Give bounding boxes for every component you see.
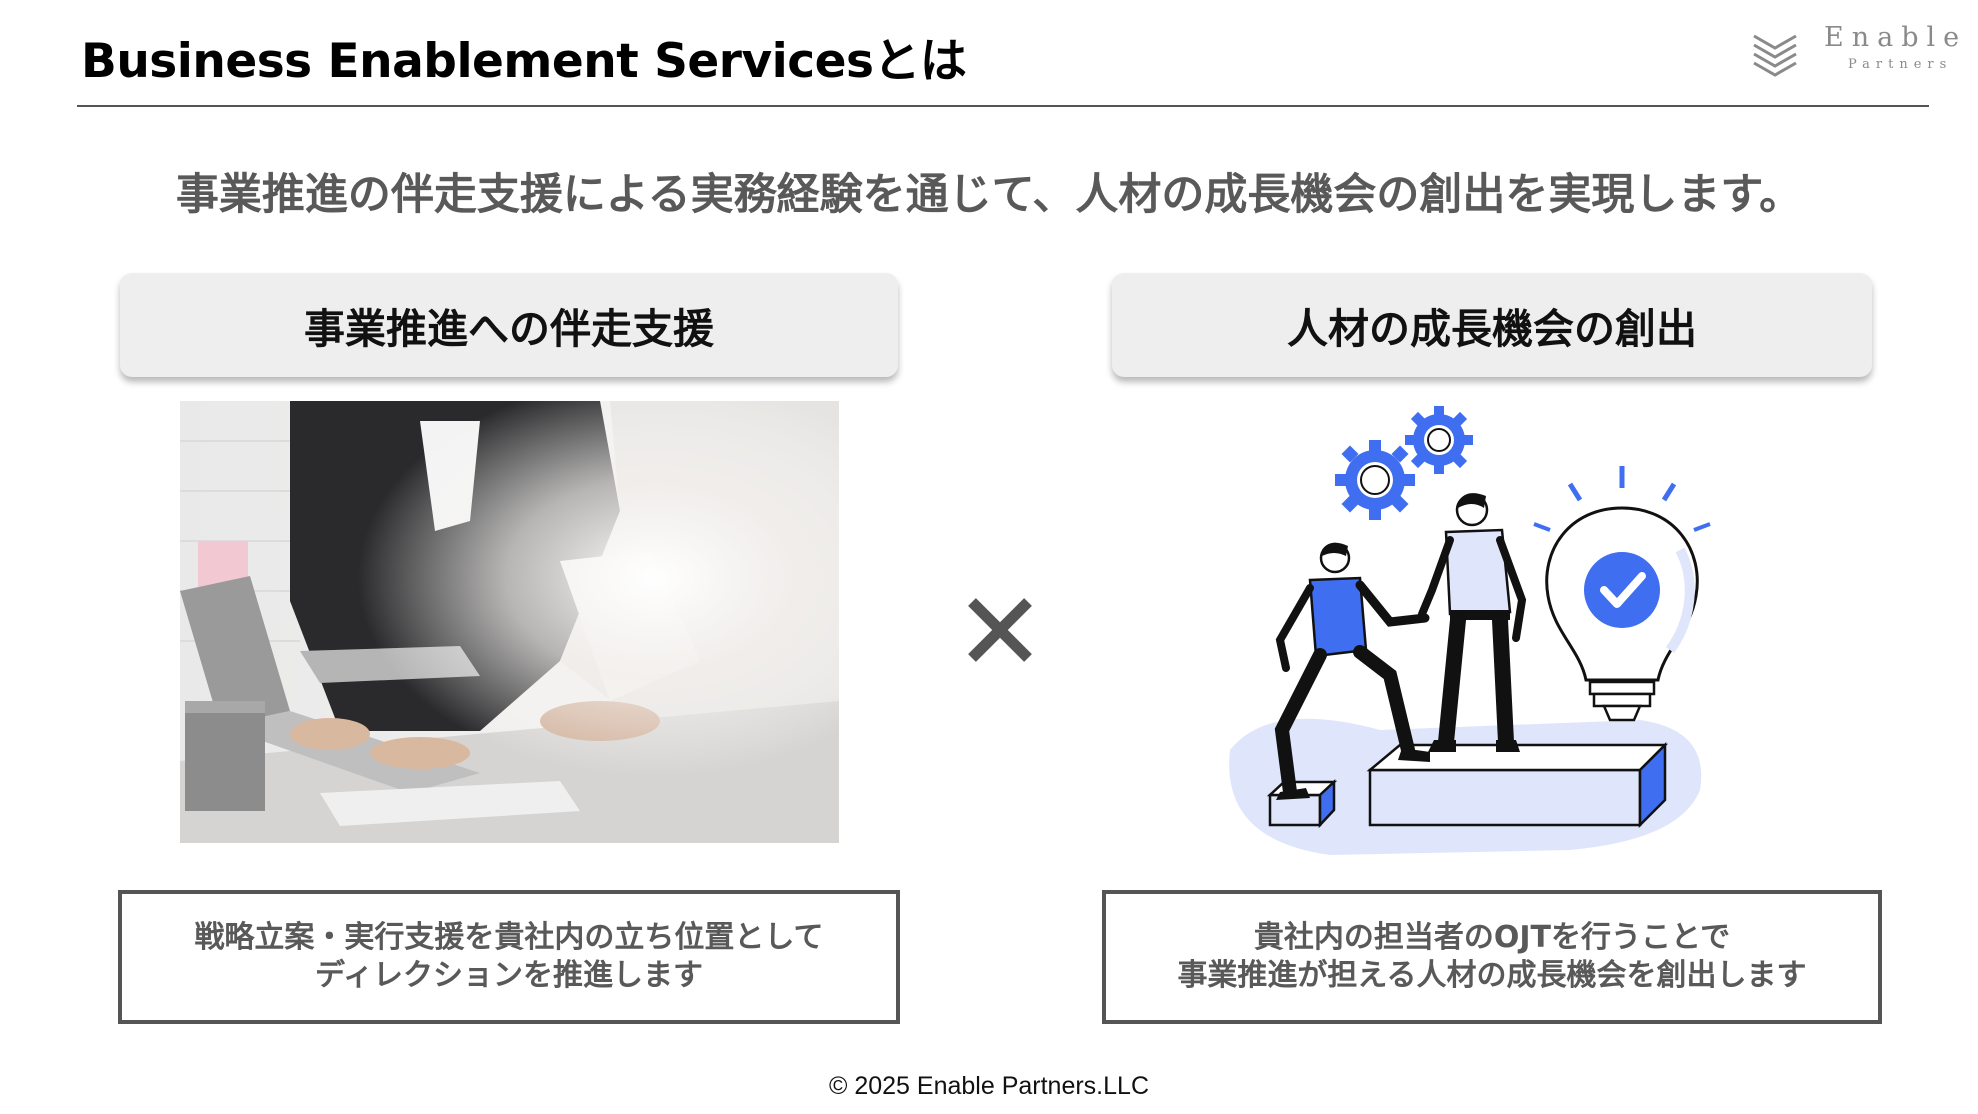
- connector-symbol: ×: [958, 588, 959, 589]
- left-description-line2: ディレクションを推進します: [315, 958, 703, 993]
- right-description-line1: 貴社内の担当者のOJTを行うことで: [1253, 920, 1731, 955]
- right-heading-card: 人材の成長機会の創出: [1112, 273, 1872, 377]
- right-description-line2: 事業推進が担える人材の成長機会を創出します: [1177, 958, 1807, 993]
- person-standing-figure: [1418, 493, 1527, 752]
- header-divider: [77, 105, 1929, 107]
- right-heading: 人材の成長機会の創出: [1287, 305, 1697, 353]
- person-climbing-figure: [1274, 542, 1430, 800]
- layers-logo-icon: [1753, 34, 1797, 77]
- left-description-box: 戦略立案・実行支援を貴社内の立ち位置として ディレクションを推進します: [118, 890, 900, 1024]
- slide-title: Business Enablement Servicesとは: [81, 34, 967, 89]
- right-description-box: 貴社内の担当者のOJTを行うことで 事業推進が担える人材の成長機会を創出します: [1102, 890, 1882, 1024]
- left-heading-card: 事業推進への伴走支援: [120, 273, 898, 377]
- meeting-photo-illustration: [180, 401, 839, 843]
- business-meeting-photo: [180, 401, 839, 843]
- slide-subtitle: 事業推進の伴走支援による実務経験を通じて、人材の成長機会の創出を実現します。: [175, 170, 1803, 220]
- logo-subtext: Partners: [1848, 57, 1953, 72]
- left-description-line1: 戦略立案・実行支援を貴社内の立ち位置として: [194, 920, 824, 955]
- logo-wordmark: Enable: [1824, 22, 1968, 53]
- gear-icon: [1335, 440, 1415, 520]
- lightbulb-icon: [1533, 466, 1711, 722]
- company-logo: Enable Partners: [1750, 22, 1960, 82]
- gear-icon: [1405, 406, 1473, 474]
- copyright-footer: © 2025 Enable Partners.LLC: [828, 1072, 1149, 1100]
- left-heading: 事業推進への伴走支援: [304, 305, 714, 353]
- growth-handshake-illustration: [1210, 400, 1730, 860]
- multiply-icon: ×: [958, 588, 1032, 662]
